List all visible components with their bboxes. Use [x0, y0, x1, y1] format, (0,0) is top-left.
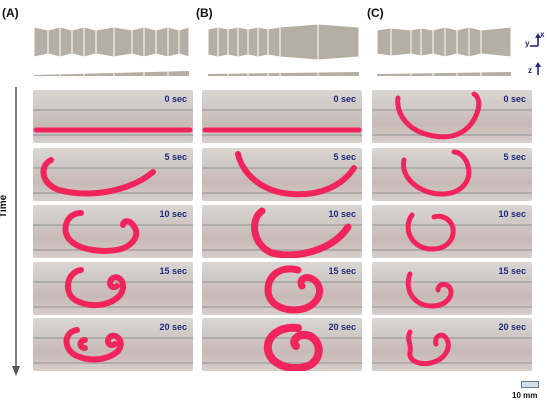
- time-label-b-0: 0 sec: [333, 94, 356, 104]
- time-label-c-3: 15 sec: [498, 266, 526, 276]
- time-label-a-4: 20 sec: [159, 322, 187, 332]
- frame-c-2: 10 sec: [372, 205, 532, 258]
- frame-b-1: 5 sec: [202, 148, 362, 201]
- time-label-b-2: 10 sec: [328, 209, 356, 219]
- schematic-top-c: [377, 26, 512, 58]
- frame-c-1: 5 sec: [372, 148, 532, 201]
- frame-b-4: 20 sec: [202, 318, 362, 371]
- time-label-a-0: 0 sec: [164, 94, 187, 104]
- time-axis-label: Time: [0, 194, 9, 218]
- frame-a-4: 20 sec: [33, 318, 193, 371]
- time-label-c-2: 10 sec: [498, 209, 526, 219]
- frame-a-1: 5 sec: [33, 148, 193, 201]
- column-label-b: (B): [196, 6, 213, 20]
- time-label-a-1: 5 sec: [164, 152, 187, 162]
- schematic-side-c: [377, 69, 511, 77]
- scale-bar: [521, 381, 539, 388]
- frame-b-0: 0 sec: [202, 90, 362, 143]
- time-label-b-1: 5 sec: [333, 152, 356, 162]
- frame-b-2: 10 sec: [202, 205, 362, 258]
- frame-c-3: 15 sec: [372, 262, 532, 315]
- schematic-top-a: [34, 26, 190, 58]
- schematic-top-b: [208, 24, 360, 60]
- time-label-c-4: 20 sec: [498, 322, 526, 332]
- schematic-side-a: [34, 69, 189, 77]
- frame-c-4: 20 sec: [372, 318, 532, 371]
- frame-a-3: 15 sec: [33, 262, 193, 315]
- schematic-side-b: [208, 69, 359, 77]
- time-label-c-0: 0 sec: [503, 94, 526, 104]
- time-label-b-4: 20 sec: [328, 322, 356, 332]
- time-label-b-3: 15 sec: [328, 266, 356, 276]
- frame-a-0: 0 sec: [33, 90, 193, 143]
- time-arrow: [12, 87, 20, 376]
- column-label-c: (C): [367, 6, 384, 20]
- frame-c-0: 0 sec: [372, 90, 532, 143]
- axis-y-label: y: [525, 39, 530, 48]
- frame-b-3: 15 sec: [202, 262, 362, 315]
- axis-z-label: z: [528, 66, 532, 75]
- frame-a-2: 10 sec: [33, 205, 193, 258]
- scale-bar-label: 10 mm: [512, 391, 538, 400]
- coordinate-axes: x y z: [525, 30, 550, 80]
- time-label-a-3: 15 sec: [159, 266, 187, 276]
- time-label-a-2: 10 sec: [159, 209, 187, 219]
- column-label-a: (A): [2, 6, 19, 20]
- time-label-c-1: 5 sec: [503, 152, 526, 162]
- axis-x-label: x: [540, 30, 545, 39]
